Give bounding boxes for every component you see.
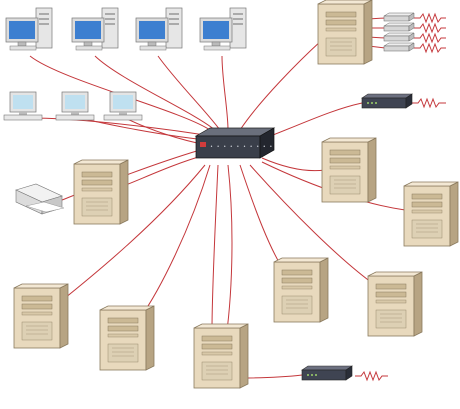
- network-switch-icon: [383, 42, 415, 52]
- network-switch-icon: [361, 93, 413, 109]
- hub-led: [200, 142, 206, 147]
- network-switch-icon: [301, 365, 353, 381]
- desktop-computer-icon: [135, 7, 183, 51]
- network-hub: • • • • • • • • • •: [194, 127, 276, 159]
- printer-icon: [15, 183, 65, 215]
- wan-links: [355, 12, 446, 382]
- terminal-icon: [55, 91, 95, 121]
- network-switch-icon: [383, 12, 415, 22]
- tower-server-icon: [367, 271, 423, 337]
- desktop-computer-icon: [71, 7, 119, 51]
- hub-display: • • • • • • • • • •: [210, 144, 273, 150]
- network-switch-icon: [383, 22, 415, 32]
- tower-server-icon: [193, 323, 249, 389]
- terminals: [3, 91, 143, 121]
- tower-server-icon: [13, 283, 69, 349]
- tower-server-icon: [73, 159, 129, 225]
- terminal-icon: [103, 91, 143, 121]
- tower-server-icon: [273, 257, 329, 323]
- network-switch-icon: [383, 32, 415, 42]
- tower-server-icon: [99, 305, 155, 371]
- tower-server-icon: [321, 137, 377, 203]
- desktop-computers: [5, 7, 247, 51]
- tower-servers: [13, 0, 459, 389]
- terminal-icon: [3, 91, 43, 121]
- desktop-computer-icon: [199, 7, 247, 51]
- desktop-computer-icon: [5, 7, 53, 51]
- tower-server-icon: [317, 0, 373, 65]
- tower-server-icon: [403, 181, 459, 247]
